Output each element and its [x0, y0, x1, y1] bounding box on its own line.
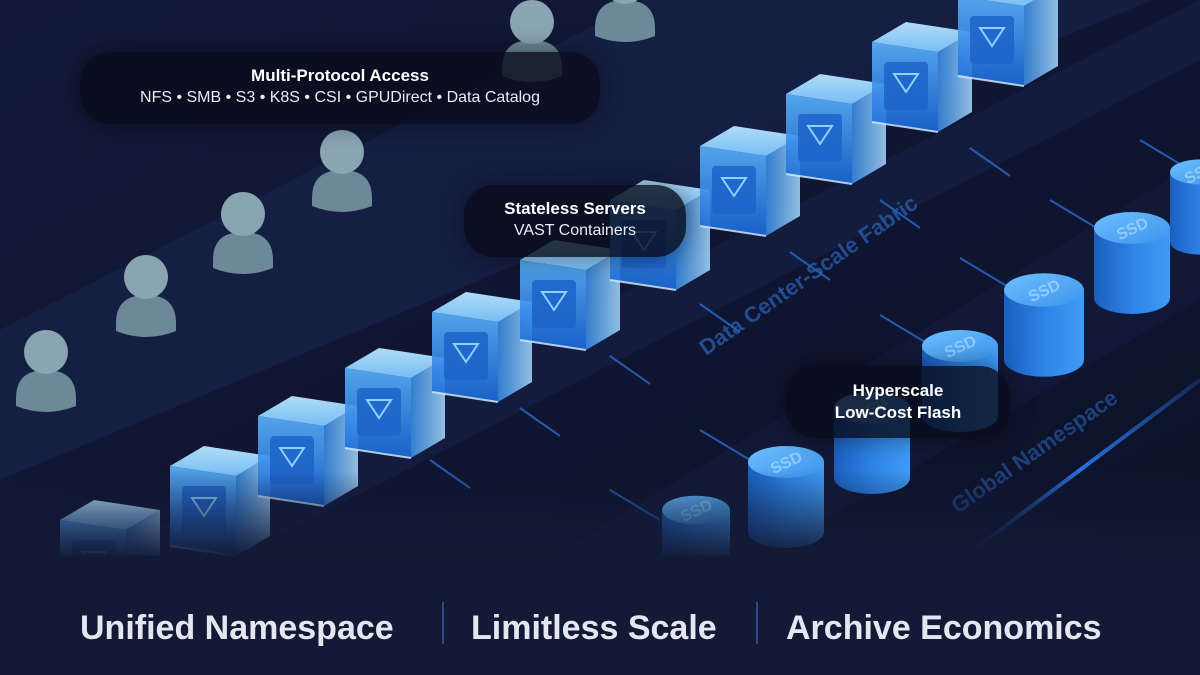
servers-title: Stateless Servers	[504, 199, 646, 218]
flash-title-line1: Hyperscale	[852, 381, 944, 400]
vast-logo-icon	[365, 399, 393, 420]
server-cube	[957, 0, 1058, 87]
vast-logo-icon	[978, 27, 1006, 48]
feature-unified-namespace: Unified Namespace	[80, 609, 394, 647]
server-cube	[871, 22, 972, 133]
vast-logo-icon	[452, 343, 480, 364]
protocols-callout: Multi-Protocol Access NFS • SMB • S3 • K…	[80, 52, 600, 124]
vast-logo-icon	[806, 125, 834, 146]
user-icon	[312, 130, 372, 212]
feature-divider	[442, 602, 444, 644]
vast-logo-icon	[278, 447, 306, 468]
user-icon	[16, 330, 76, 412]
ssd-drive-icon: SSD	[1170, 159, 1200, 255]
vast-logo-icon	[720, 177, 748, 198]
protocols-list: NFS • SMB • S3 • K8S • CSI • GPUDirect •…	[140, 89, 540, 106]
feature-archive-economics: Archive Economics	[786, 609, 1102, 647]
feature-bar: Unified Namespace Limitless Scale Archiv…	[0, 556, 1200, 675]
flash-title-line2: Low-Cost Flash	[834, 403, 962, 422]
ssd-drive-icon: SSD	[1004, 273, 1084, 377]
user-icon	[116, 255, 176, 337]
vast-logo-icon	[540, 291, 568, 312]
servers-subtitle: VAST Containers	[513, 222, 637, 239]
server-cube	[431, 292, 532, 403]
user-icon	[595, 0, 655, 42]
flash-callout: Hyperscale Low-Cost Flash	[786, 366, 1010, 438]
vast-logo-icon	[892, 73, 920, 94]
feature-divider	[756, 602, 758, 644]
server-cube	[344, 348, 445, 459]
ssd-drive-icon: SSD	[1094, 212, 1170, 314]
feature-limitless-scale: Limitless Scale	[471, 609, 717, 647]
user-icon	[213, 192, 273, 274]
servers-callout: Stateless Servers VAST Containers	[464, 185, 686, 257]
server-cube	[699, 126, 800, 237]
protocols-title: Multi-Protocol Access	[251, 66, 429, 85]
server-cube	[785, 74, 886, 185]
